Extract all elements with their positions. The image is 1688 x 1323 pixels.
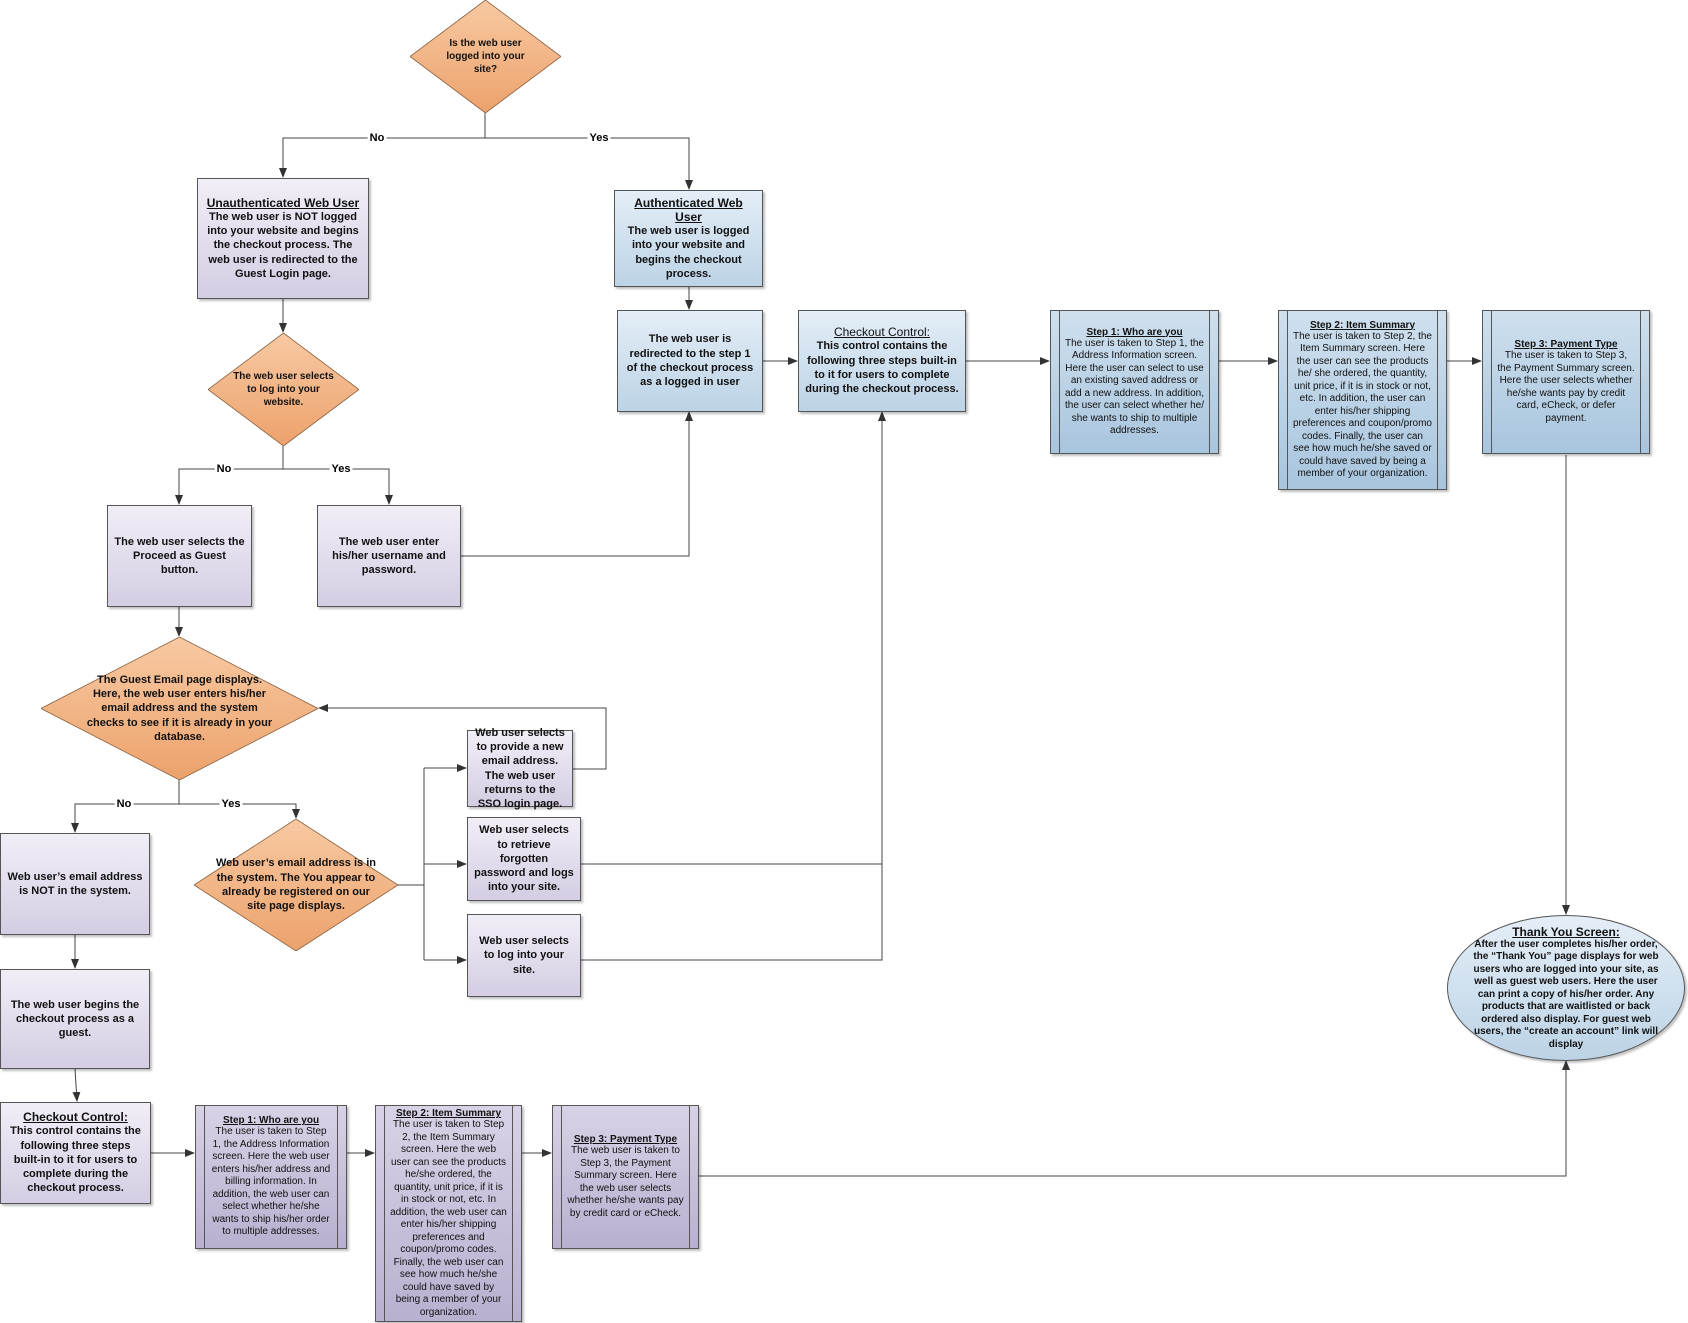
- decision-select-login: The web user selects to log into your we…: [208, 333, 359, 446]
- decision-text: The Guest Email page displays. Here, the…: [86, 673, 273, 743]
- node-proceed-as-guest: The web user selects the Proceed as Gues…: [107, 505, 252, 607]
- node-title: Checkout Control:: [833, 325, 931, 340]
- edge-label-login-yes: Yes: [587, 132, 611, 144]
- node-guest-step3: Step 3: Payment Type The web user is tak…: [552, 1105, 699, 1249]
- node-title: Thank You Screen:: [1512, 924, 1620, 939]
- decision-guest-email: The Guest Email page displays. Here, the…: [41, 637, 318, 780]
- node-title: Step 1: Who are you: [1086, 326, 1183, 338]
- edge-label-email-no: No: [114, 798, 134, 810]
- edge-label-select-no: No: [214, 463, 234, 475]
- node-title: Step 3: Payment Type: [573, 1134, 678, 1145]
- edge-login-no: [279, 113, 486, 178]
- edge-label-select-yes: Yes: [329, 463, 353, 475]
- node-title: Step 1: Who are you: [222, 1115, 320, 1127]
- node-new-email: Web user selects to provide a new email …: [467, 727, 573, 810]
- node-enter-credentials: The web user enter his/her username and …: [317, 505, 461, 607]
- node-text: The web user selects the Proceed as Gues…: [114, 535, 245, 577]
- node-auth-step3: Step 3: Payment Type The user is taken t…: [1482, 310, 1650, 454]
- edge-select-no: [175, 446, 284, 505]
- node-text: The web user enter his/her username and …: [332, 535, 446, 577]
- node-body: The user is taken to Step 3, the Payment…: [1497, 350, 1635, 424]
- decision-shape: [208, 333, 359, 446]
- decision-email-in-system: Web user’s email address is in the syste…: [194, 819, 398, 951]
- node-redirected-step1: The web user is redirected to the step 1…: [617, 310, 763, 412]
- node-email-not-in-system: Web user’s email address is NOT in the s…: [0, 833, 150, 935]
- edge-login-yes: [485, 137, 693, 190]
- node-unauthenticated-user: Unauthenticated Web User The web user is…: [197, 178, 369, 299]
- node-title: Checkout Control:: [23, 1110, 128, 1125]
- node-body: This control contains the following thre…: [805, 340, 959, 396]
- edge-gstep3-thankyou: [699, 1060, 1570, 1177]
- edge-login-checkout: [581, 411, 886, 961]
- node-body: The web user is taken to Step 3, the Pay…: [567, 1145, 684, 1219]
- node-guest-step1: Step 1: Who are you The user is taken to…: [195, 1105, 347, 1249]
- node-authenticated-user: Authenticated Web User The web user is l…: [614, 190, 763, 287]
- edge-label-email-yes: Yes: [219, 798, 243, 810]
- node-body: This control contains the following thre…: [10, 1125, 141, 1195]
- node-text: The web user is redirected to the step 1…: [626, 333, 754, 389]
- edge-label-login-no: No: [367, 132, 387, 144]
- node-begin-guest-checkout: The web user begins the checkout process…: [0, 969, 150, 1069]
- edge-begin-checkout: [72, 1068, 81, 1102]
- node-title: Step 3: Payment Type: [1514, 339, 1618, 350]
- node-text: Web user selects to retrieve forgotten p…: [474, 824, 574, 894]
- decision-text: The web user selects to log into your we…: [233, 371, 334, 408]
- edge-select-yes: [283, 468, 393, 505]
- edge-newemail-return: [318, 704, 607, 770]
- node-title: Unauthenticated Web User: [206, 195, 360, 210]
- edge-credentials-redirect: [461, 411, 693, 557]
- decision-shape: [194, 819, 398, 951]
- node-guest-step2: Step 2: Item Summary The user is taken t…: [375, 1105, 522, 1322]
- node-text: Web user selects to log into your site.: [479, 935, 569, 976]
- node-body: The user is taken to Step 1, the Address…: [211, 1126, 331, 1238]
- node-text: Web user’s email address is NOT in the s…: [7, 870, 143, 897]
- node-body: The web user is NOT logged into your web…: [207, 210, 359, 280]
- node-retrieve-password: Web user selects to retrieve forgotten p…: [467, 817, 581, 901]
- decision-shape: [41, 637, 318, 780]
- node-checkout-control-guest: Checkout Control: This control contains …: [0, 1102, 151, 1204]
- node-body: The user is taken to Step 1, the Address…: [1065, 337, 1204, 437]
- node-text: The web user begins the checkout process…: [10, 998, 140, 1040]
- edge-email-yes: [179, 803, 300, 819]
- node-body: After the user completes his/her order, …: [1473, 938, 1659, 1050]
- decision-logged-in: Is the web user logged into your site?: [410, 0, 561, 113]
- node-body: The user is taken to Step 2, the Item Su…: [390, 1119, 507, 1318]
- node-body: The web user is logged into your website…: [627, 224, 750, 280]
- node-title: Step 2: Item Summary: [1309, 319, 1416, 331]
- node-checkout-control-auth: Checkout Control: This control contains …: [798, 310, 966, 412]
- node-auth-step1: Step 1: Who are you The user is taken to…: [1050, 310, 1219, 454]
- node-auth-step2: Step 2: Item Summary The user is taken t…: [1278, 310, 1447, 490]
- decision-text: Is the web user logged into your site?: [446, 38, 525, 75]
- node-body: The user is taken to Step 2, the Item Su…: [1293, 330, 1432, 480]
- node-title: Authenticated Web User: [634, 195, 743, 224]
- node-log-into-site: Web user selects to log into your site.: [467, 914, 581, 997]
- node-title: Step 2: Item Summary: [395, 1108, 502, 1119]
- node-thank-you-screen: Thank You Screen: After the user complet…: [1447, 915, 1685, 1061]
- node-text: Web user selects to provide a new email …: [475, 726, 565, 811]
- decision-text: Web user’s email address is in the syste…: [216, 857, 376, 913]
